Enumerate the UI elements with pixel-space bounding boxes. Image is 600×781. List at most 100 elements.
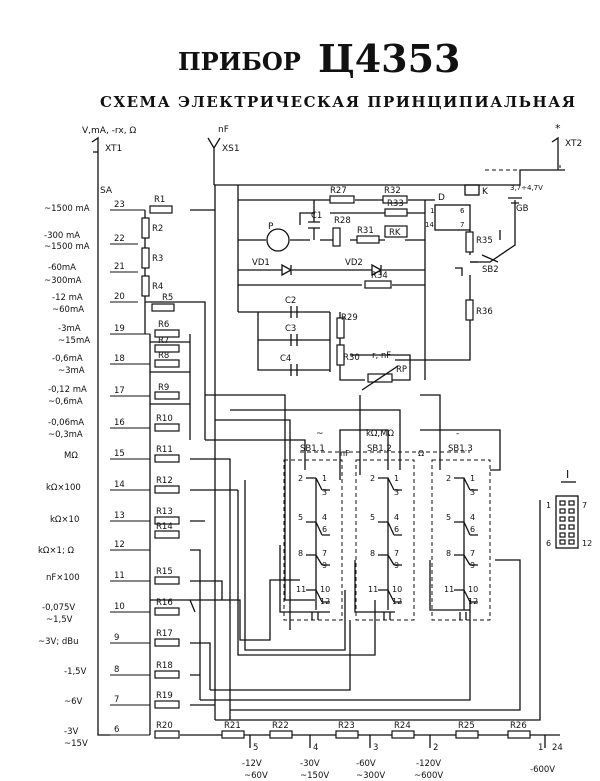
switch-contacts-icon [306, 477, 330, 620]
range-label: -3V [64, 727, 78, 737]
switch-position: 19 [114, 324, 125, 334]
resistor-r18 [154, 670, 180, 679]
switch-pin: 2 [446, 474, 451, 483]
switch-position: 6 [114, 725, 119, 735]
chip-label: D [438, 193, 445, 203]
switch-pin: 10 [320, 585, 330, 594]
resistor-label: R6 [158, 320, 169, 330]
resistor-r31 [356, 235, 380, 244]
switch-positions: 23 22 21 20 19 18 17 16 15 14 13 12 11 1… [114, 200, 125, 735]
switch-position: 17 [114, 386, 125, 396]
bottom-position: 5 [253, 743, 258, 753]
resistor-r29 [336, 317, 345, 339]
chip-pin: 7 [460, 221, 464, 229]
xt1-terminal-icon [91, 136, 99, 715]
range-label: -0,12 mA [48, 385, 87, 395]
switch-sa-label: SA [100, 186, 113, 196]
range-label: MΩ [64, 451, 78, 461]
sb1-mode-label: kΩ,MΩ [366, 429, 394, 439]
range-label: nF×100 [46, 573, 80, 583]
range-label: ~300mA [44, 276, 82, 286]
switch-contact-lines [110, 209, 150, 736]
range-label: ~15mA [58, 336, 90, 346]
pushbutton-label: SB2 [482, 265, 499, 275]
diode-label: VD1 [252, 258, 270, 268]
bottom-position: 24 [552, 743, 563, 753]
range-label: -300 mA [44, 231, 80, 241]
resistor-label: R8 [158, 351, 169, 361]
bottom-resistors: R21 R22 R23 R24 R25 R26 [221, 721, 531, 739]
capacitor-c1-icon [308, 200, 320, 240]
range-label: ~1500 mA [44, 242, 90, 252]
resistor-label: R22 [272, 721, 289, 731]
measurement-circuit-wires [214, 169, 565, 381]
switch-position: 15 [114, 449, 125, 459]
resistor-r3 [141, 247, 150, 269]
resistor-label: R29 [341, 313, 358, 323]
resistor-r14 [154, 530, 180, 539]
range-label: kΩ×10 [50, 515, 79, 525]
switch-frame [283, 459, 343, 621]
sb1-mode-label: ~ [316, 429, 324, 439]
title-device: ПРИБОР [178, 47, 301, 76]
switch-pin: 7 [470, 549, 475, 558]
resistor-r4 [141, 275, 150, 297]
resistor-r21 [221, 730, 245, 739]
switch-pin: 1 [322, 474, 327, 483]
rp-wiper-icon [361, 365, 399, 391]
bottom-position: 3 [373, 743, 378, 753]
diode-vd1-icon [281, 263, 293, 277]
switch-label: SB1.2 [367, 444, 392, 454]
range-label: -0,6mA [52, 354, 83, 364]
capacitor-label: C3 [285, 324, 296, 334]
switch-pin: 9 [470, 561, 475, 570]
switch-position: 13 [114, 511, 125, 521]
resistor-label: R33 [387, 199, 404, 209]
capacitor-c2-icon [290, 306, 298, 318]
resistor-r16 [154, 607, 180, 616]
range-label: ~3V; dBu [38, 637, 79, 647]
xs1-socket-icon [207, 137, 221, 185]
connector-body-icon [555, 495, 579, 549]
range-label: -1,5V [64, 667, 87, 677]
xt1-modes-label: V,mA, -rx, Ω [82, 126, 136, 136]
switch-sb1-1[interactable]: SB1.1 2 1 3 5 4 6 8 7 9 11 10 12 [283, 444, 343, 621]
switch-sb1-2[interactable]: SB1.2 2 1 3 5 4 6 8 7 9 11 10 12 [355, 444, 415, 621]
range-label: -0,06mA [48, 418, 84, 428]
xt2-terminal-icon [551, 136, 559, 170]
switch-pin: 8 [298, 549, 303, 558]
range-label: ~15V [64, 739, 88, 749]
connector-pin-label: 1 [546, 501, 551, 510]
range-label: ~0,6mA [48, 397, 83, 407]
resistor-r36 [465, 299, 474, 321]
bottom-position: 2 [433, 743, 438, 753]
resistor-label: R23 [338, 721, 355, 731]
resistor-label: R36 [476, 307, 493, 317]
capacitor-c3-icon [290, 334, 298, 346]
xt1-label: XT1 [105, 144, 122, 154]
resistor-r11 [154, 454, 180, 463]
resistor-r28 [332, 227, 341, 247]
connector-pin-label: 7 [582, 501, 587, 510]
resistor-r8 [154, 359, 180, 368]
switch-pin: 12 [468, 597, 478, 606]
switch-pin: 10 [392, 585, 402, 594]
range-label: -600V [530, 765, 555, 775]
range-label: -12 mA [52, 293, 83, 303]
switch-pin: 8 [446, 549, 451, 558]
switch-sb1-3[interactable]: SB1.3 2 1 3 5 4 6 8 7 9 11 10 12 [431, 444, 491, 621]
chip-pin: 14 [425, 221, 434, 229]
switch-pin: 12 [392, 597, 402, 606]
switch-pin: 6 [470, 525, 475, 534]
reed-relay-link [485, 165, 561, 171]
resistor-r33 [384, 208, 408, 217]
resistor-r9 [154, 391, 180, 400]
relay-label: K [482, 187, 489, 197]
diode-vd2-icon [371, 263, 383, 277]
range-label: kΩ×100 [46, 483, 81, 493]
resistor-label: R35 [476, 236, 493, 246]
resistor-label: R21 [224, 721, 241, 731]
switch-label: SB1.3 [448, 444, 473, 454]
resistor-label: R17 [156, 629, 173, 639]
